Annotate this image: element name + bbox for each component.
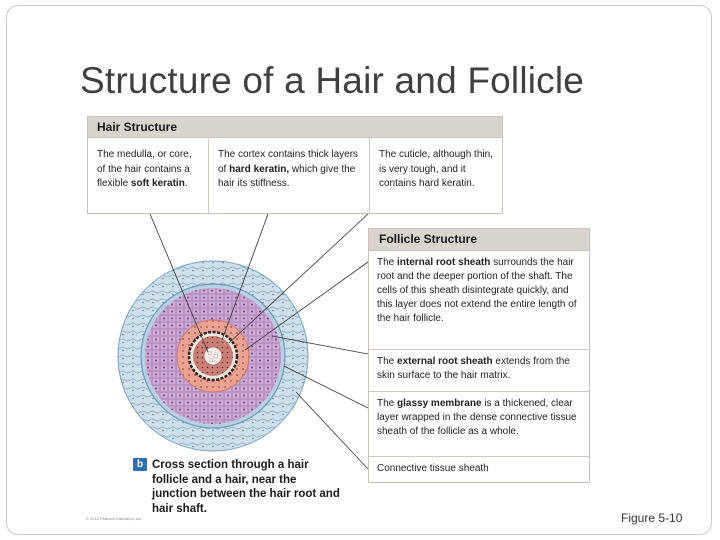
leader-line-connective-tissue-sheath <box>295 391 369 470</box>
leader-line-cuticle <box>228 213 369 344</box>
glassy-membrane-description: The glassy membrane is a thickened, clea… <box>369 392 589 457</box>
leader-lines <box>149 213 369 470</box>
medulla-layer <box>203 346 223 366</box>
follicle-structure-table: Follicle Structure The internal root she… <box>368 228 590 483</box>
leader-line-cortex <box>221 213 269 341</box>
figure-reference: Figure 5-10 <box>621 511 683 525</box>
internal-root-sheath-description: The internal root sheath surrounds the h… <box>369 251 589 350</box>
caption-badge: b <box>133 458 147 471</box>
copyright-notice: © 2012 Pearson Education, Inc. <box>86 516 143 521</box>
leader-line-internal-root-sheath <box>244 261 369 351</box>
leader-line-glassy-membrane <box>283 365 369 409</box>
figure-caption: Cross section through a hair follicle an… <box>152 459 340 515</box>
medulla-description: The medulla, or core, of the hair contai… <box>88 138 209 214</box>
external-root-sheath-description: The external root sheath extends from th… <box>369 350 589 392</box>
hair-structure-heading: Hair Structure <box>88 117 502 138</box>
leader-line-medulla <box>149 213 209 353</box>
cortex-description: The cortex contains thick layers of hard… <box>209 138 370 214</box>
page-title: Structure of a Hair and Follicle <box>80 60 585 101</box>
connective-tissue-sheath-description: Connective tissue sheath <box>377 463 489 474</box>
cuticle-description: The cuticle, although thin, is very toug… <box>379 149 493 189</box>
follicle-structure-heading: Follicle Structure <box>369 229 589 251</box>
leader-line-external-root-sheath <box>271 335 369 355</box>
slide-frame <box>6 5 712 535</box>
hair-structure-table: Hair Structure The medulla, or core, of … <box>87 116 503 214</box>
